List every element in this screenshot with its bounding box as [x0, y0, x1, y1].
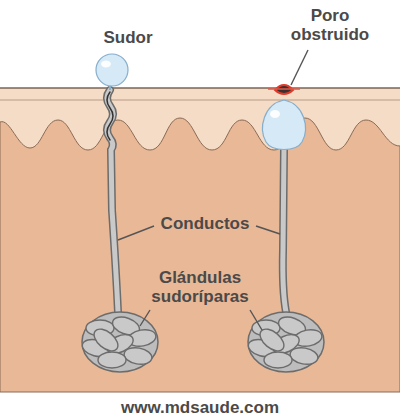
sweat-drop	[96, 54, 128, 90]
dermis	[0, 118, 400, 392]
left-sweat-gland	[80, 312, 158, 372]
leader-line	[118, 226, 154, 240]
part-label: Glándulas sudoríparas	[140, 268, 260, 306]
leader-line	[256, 226, 280, 234]
watermark: www.mdsaude.com	[80, 398, 320, 417]
trapped-sweat	[263, 100, 306, 150]
right-duct	[283, 148, 286, 312]
leader-line	[250, 310, 262, 330]
right-sweat-gland	[246, 312, 324, 372]
part-label: Poro obstruido	[282, 6, 378, 44]
epidermis	[0, 88, 400, 392]
leader-line	[140, 310, 150, 326]
blocked-pore	[268, 85, 300, 94]
leader-lines	[118, 50, 308, 330]
part-label: Conductos	[150, 214, 260, 233]
part-label: Sudor	[88, 28, 168, 47]
skin-surface	[0, 87, 400, 89]
leader-line	[291, 50, 308, 85]
stratum-corneum	[0, 100, 400, 101]
left-duct	[107, 90, 118, 312]
